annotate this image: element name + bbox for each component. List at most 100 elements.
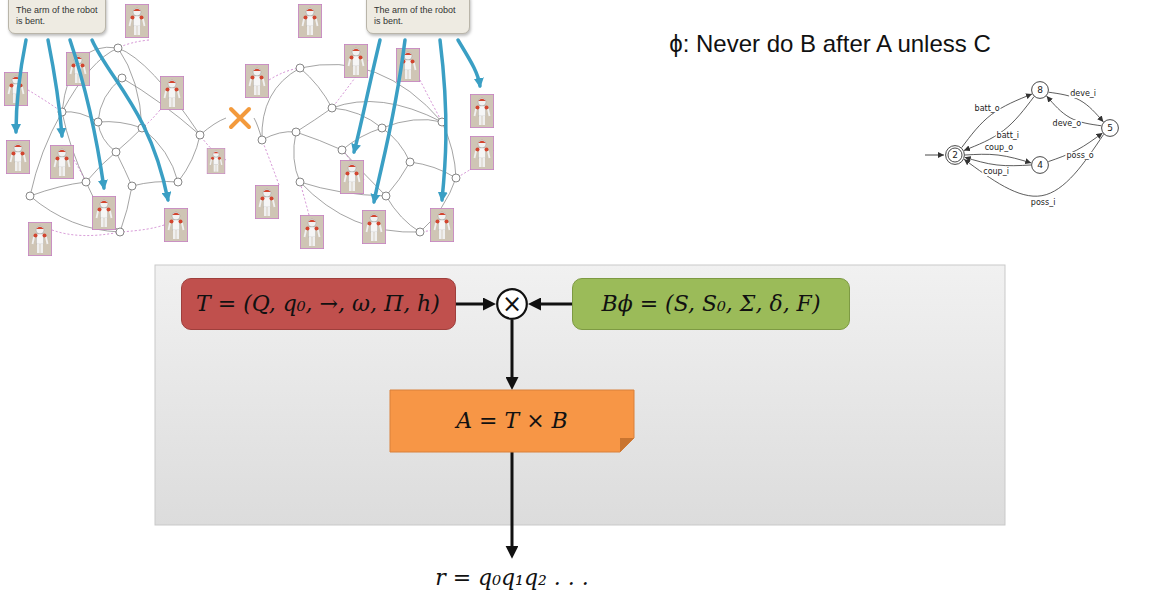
transition-arrow	[965, 154, 1031, 163]
robot-photo	[430, 208, 453, 241]
robot-photo	[160, 76, 183, 109]
transition-arrow	[965, 157, 1031, 165]
graph-state	[296, 178, 304, 186]
box-body	[390, 390, 634, 452]
flow-arrow	[456, 303, 486, 306]
robot-photo	[125, 4, 148, 37]
state-number: 4	[1037, 161, 1043, 170]
image-links	[28, 40, 494, 236]
callout-arrow	[374, 40, 405, 202]
graph-state	[378, 124, 386, 132]
transition-label: poss_o	[1066, 152, 1095, 160]
graph-state	[82, 178, 90, 186]
robot-photo	[362, 210, 385, 243]
automaton-state: 8	[1031, 81, 1049, 99]
callout-arrow	[70, 40, 104, 188]
graph-states	[26, 44, 460, 236]
robot-photo	[255, 185, 278, 218]
graph-state	[114, 44, 122, 52]
robot-photo	[50, 145, 73, 178]
callout-box: The arm of the robot is bent.	[8, 0, 106, 34]
graph-state	[26, 192, 34, 200]
transition-label: coup_o	[984, 144, 1014, 152]
cross-mark	[231, 109, 249, 127]
product-box: A = T × B	[390, 390, 634, 452]
robot-photo	[344, 44, 367, 77]
transition-label: poss_i	[1030, 199, 1057, 207]
graph-state	[452, 174, 460, 182]
graph-state	[94, 118, 102, 126]
graph-state	[292, 128, 300, 136]
product-operator: ×	[496, 288, 528, 320]
callout-arrow	[16, 40, 26, 132]
robot-photo	[92, 196, 115, 229]
callout-arrow	[440, 40, 446, 200]
graph-state	[128, 182, 136, 190]
callout-text: The arm of the robot is bent.	[374, 5, 462, 27]
transition-arrow	[962, 94, 1032, 148]
tuple-box: Bϕ = (S, S₀, Σ, δ, F)	[572, 278, 850, 330]
operator-symbol: ×	[502, 292, 522, 316]
robot-photo	[6, 140, 29, 173]
robot-photo	[300, 215, 323, 248]
robot-photo	[340, 160, 363, 193]
accept-ring	[948, 148, 962, 162]
transition-label: deve_o	[1052, 120, 1083, 128]
automaton-state: 4	[1031, 156, 1049, 174]
flow-arrow	[511, 320, 514, 380]
initial-arrow	[925, 155, 944, 156]
automaton-state: 5	[1101, 119, 1119, 137]
graph-state	[382, 192, 390, 200]
graph-state	[196, 131, 204, 139]
automaton-state: 2	[945, 145, 965, 165]
transition-arrow	[964, 97, 1034, 151]
state-number: 5	[1107, 124, 1113, 133]
robot-photo	[470, 94, 493, 127]
state-number: 8	[1037, 86, 1043, 95]
robot-photo	[298, 4, 321, 37]
transition-label: deve_i	[1069, 90, 1097, 98]
graph-state	[118, 74, 126, 82]
outline-circle	[1102, 120, 1119, 137]
flow-arrow	[510, 452, 513, 548]
robot-photo	[28, 222, 51, 255]
graph-state	[112, 148, 120, 156]
transition-label: batt_o	[974, 105, 1001, 113]
state-number: 2	[952, 151, 958, 160]
callout-box: The arm of the robot is bent.	[366, 0, 470, 34]
graph-state	[328, 104, 336, 112]
robot-photo	[245, 64, 268, 97]
robot-photos	[4, 4, 493, 255]
transition-label: batt_i	[996, 132, 1020, 140]
formula-text: r = q₀q₁q₂ . . .	[435, 565, 589, 591]
formula-text: T = (Q, q₀, →, ω, Π, h)	[196, 291, 440, 317]
transition-arrow	[964, 134, 1104, 196]
graph-state	[416, 228, 424, 236]
callout-arrow	[92, 40, 168, 200]
outline-circle	[497, 289, 527, 319]
graph-edges	[30, 47, 226, 232]
outline-circle	[1032, 157, 1049, 174]
callout-arrow	[458, 40, 480, 86]
robot-photo	[470, 136, 493, 169]
run-formula: r = q₀q₁q₂ . . .	[431, 563, 593, 593]
graph-state	[116, 228, 124, 236]
flow-arrow	[538, 303, 572, 306]
graph-state	[406, 158, 414, 166]
robot-photo	[207, 148, 225, 173]
tuple-box: T = (Q, q₀, →, ω, Π, h)	[181, 278, 456, 330]
callout-text: The arm of the robot is bent.	[16, 5, 98, 27]
robot-photo	[164, 208, 187, 241]
graph-state	[258, 136, 266, 144]
formula-text: A = T × B	[456, 408, 568, 434]
property-text: ϕ: Never do B after A unless C	[669, 30, 991, 59]
outline-circle	[946, 146, 965, 165]
graph-state	[174, 178, 182, 186]
graph-state	[338, 146, 346, 154]
callout-arrows	[16, 40, 480, 202]
graph-state	[296, 64, 304, 72]
callout-arrow	[48, 40, 62, 136]
grey-panel	[155, 265, 1005, 525]
